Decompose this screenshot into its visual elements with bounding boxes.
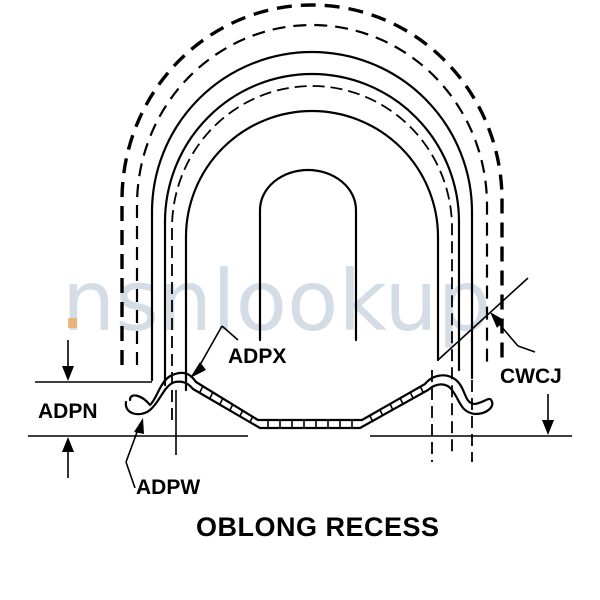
- watermark-text: nsnlookup: [62, 252, 491, 350]
- profile-hatch: [199, 385, 424, 428]
- inner-solid-arch: [163, 72, 461, 387]
- diagram-title: OBLONG RECESS: [196, 512, 440, 542]
- innermost-solid-arch: [184, 109, 440, 392]
- adpn-dimension-arrows: [62, 340, 74, 478]
- inner-dashed-arch: [171, 85, 453, 455]
- label-cwcj: CWCJ: [500, 365, 562, 388]
- cwcj-diagonal: [437, 277, 529, 361]
- outer-solid-arch: [150, 50, 474, 382]
- label-adpw: ADPW: [136, 476, 200, 499]
- watermark-dot: [68, 318, 77, 328]
- recess-profile: [124, 371, 494, 430]
- cwcj-leader: [437, 277, 554, 435]
- label-adpn: ADPN: [38, 400, 98, 423]
- adpw-leader: [125, 418, 144, 489]
- label-adpx: ADPX: [228, 345, 286, 368]
- profile-lower-edge: [124, 380, 494, 430]
- outer-dashed-arch: [120, 3, 504, 365]
- adpx-leader: [190, 325, 239, 378]
- second-dashed-arch: [135, 23, 489, 365]
- profile-upper-edge: [128, 371, 494, 422]
- watermark: nsnlookup: [62, 252, 491, 350]
- inner-slot: [258, 168, 358, 342]
